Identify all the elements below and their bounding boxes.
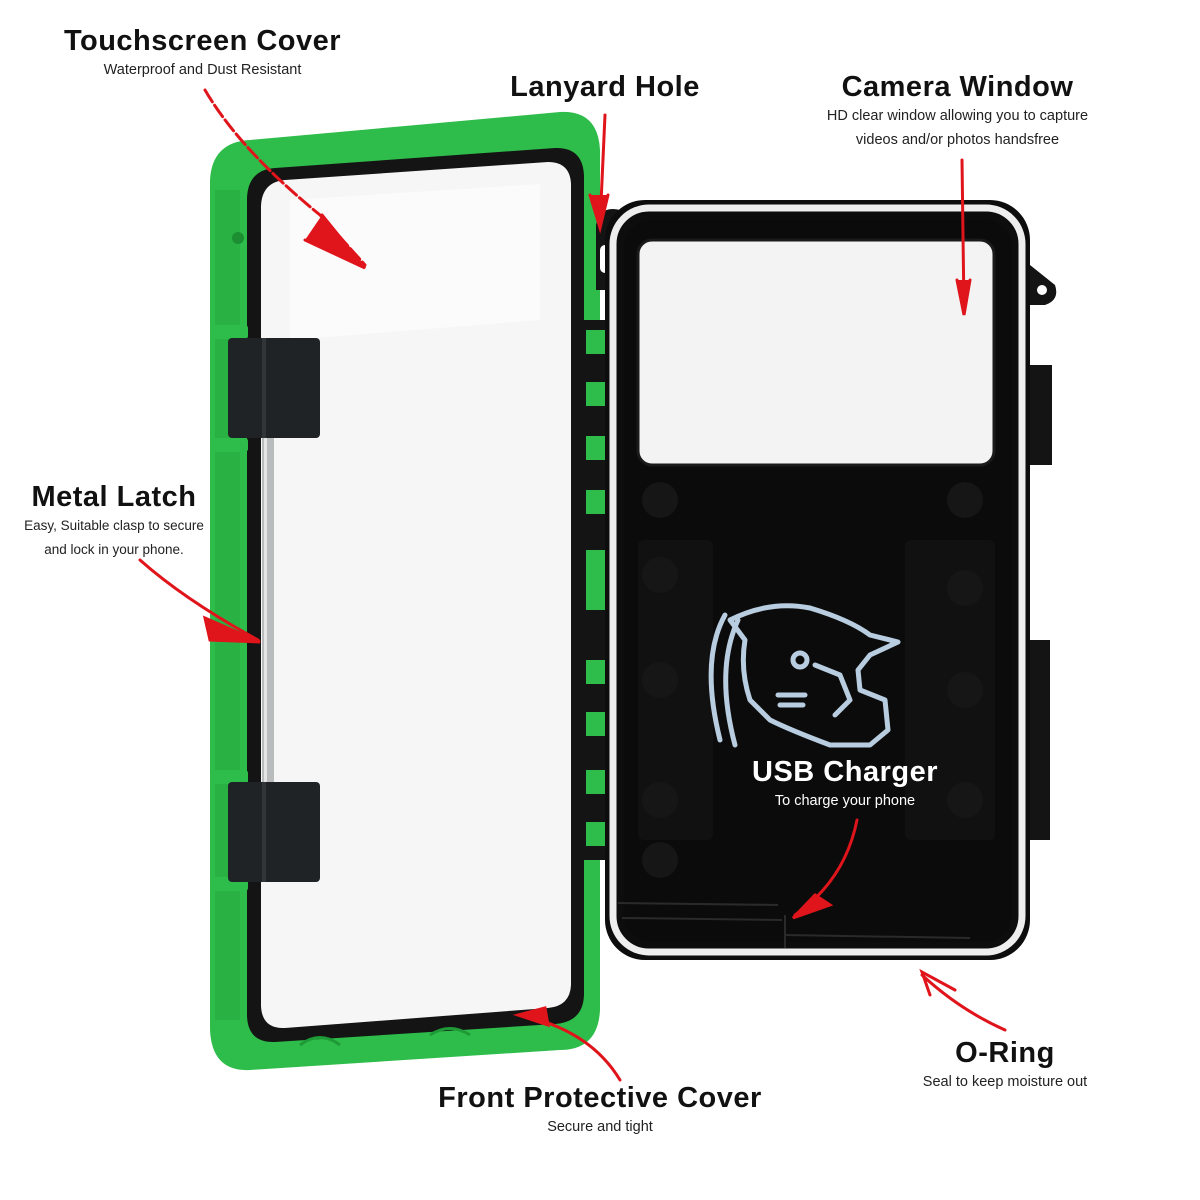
annotation-arrows (138, 88, 1007, 1082)
callout-title: USB Charger (752, 756, 938, 788)
callout-subtitle: Secure and tight (547, 1119, 653, 1135)
callout-touchscreen-cover: Touchscreen Cover Waterproof and Dust Re… (40, 24, 365, 82)
hinge (584, 320, 608, 860)
motocross-helmet-logo (708, 603, 901, 748)
callout-subtitle: Seal to keep moisture out (922, 1074, 1088, 1090)
metal-latch (228, 338, 320, 882)
callout-title: O-Ring (955, 1037, 1055, 1069)
callout-title: Front Protective Cover (438, 1082, 762, 1114)
callout-subtitle: To charge your phone (774, 793, 916, 809)
callout-subtitle: HD clear window allowing you to capture (826, 108, 1089, 124)
callout-title: Touchscreen Cover (63, 25, 342, 57)
callout-metal-latch: Metal Latch Easy, Suitable clasp to secu… (0, 480, 228, 562)
callout-camera-window: Camera Window HD clear window allowing y… (770, 70, 1145, 152)
callout-lanyard-hole: Lanyard Hole (480, 70, 730, 104)
callout-subtitle: videos and/or photos handsfree (855, 132, 1060, 148)
callout-o-ring: O-Ring Seal to keep moisture out (880, 1036, 1130, 1094)
callout-front-protective-cover: Front Protective Cover Secure and tight (400, 1081, 800, 1139)
callout-title: Camera Window (841, 71, 1074, 103)
callout-title: Lanyard Hole (510, 71, 700, 103)
callout-subtitle: and lock in your phone. (44, 542, 184, 557)
callout-subtitle: Easy, Suitable clasp to secure (24, 518, 204, 533)
callout-title: Metal Latch (31, 481, 197, 513)
case-body (596, 200, 1057, 960)
callout-subtitle: Waterproof and Dust Resistant (103, 62, 302, 78)
callout-usb-charger: USB Charger To charge your phone (720, 755, 970, 813)
